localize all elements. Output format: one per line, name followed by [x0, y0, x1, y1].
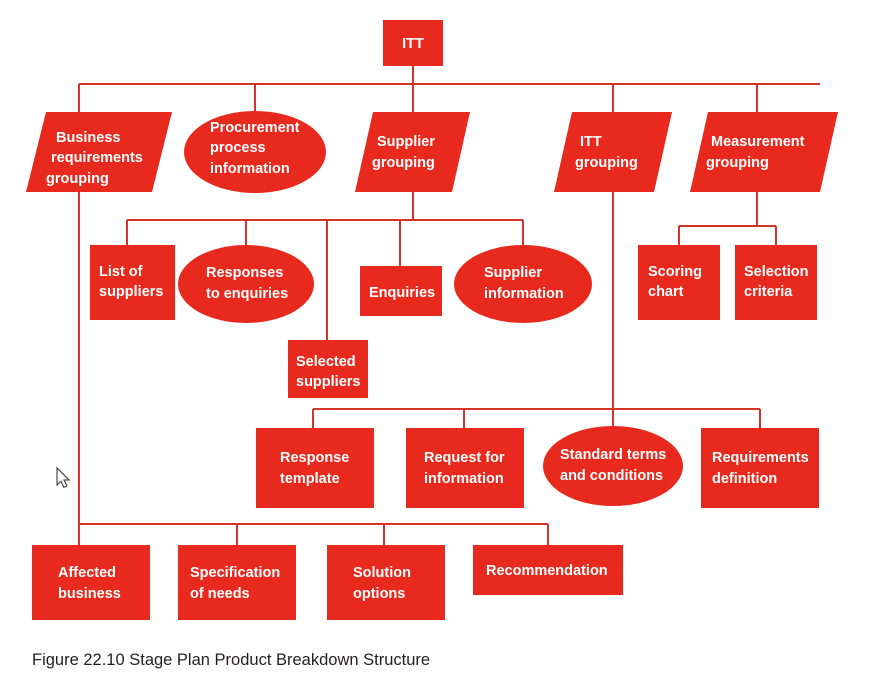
node-procurement-process-information-label-3: information — [210, 161, 290, 177]
node-itt-grouping[interactable]: ITT grouping — [554, 112, 672, 192]
node-affected-business-shape — [32, 545, 150, 620]
node-measurement-grouping-label-1: Measurement — [711, 134, 805, 150]
node-itt[interactable]: ITT — [383, 20, 443, 66]
node-specification-of-needs[interactable]: Specification of needs — [178, 545, 296, 620]
node-affected-business[interactable]: Affected business — [32, 545, 150, 620]
node-responses-to-enquiries-shape — [178, 245, 314, 323]
node-supplier-information-shape — [454, 245, 592, 323]
mouse-cursor-icon — [56, 466, 71, 489]
node-business-requirements-grouping-label-2: requirements — [51, 150, 143, 166]
node-specification-of-needs-shape — [178, 545, 296, 620]
node-scoring-chart[interactable]: Scoring chart — [638, 245, 720, 320]
node-procurement-process-information-label-1: Procurement — [210, 120, 300, 136]
node-requirements-definition-shape — [701, 428, 819, 508]
node-business-requirements-grouping[interactable]: Business requirements grouping — [26, 112, 172, 192]
node-itt-grouping-label-1: ITT — [580, 134, 602, 150]
node-scoring-chart-label-2: chart — [648, 284, 684, 300]
node-standard-terms-and-conditions-label-1: Standard terms — [560, 447, 666, 463]
node-measurement-grouping[interactable]: Measurement grouping — [690, 112, 838, 192]
node-business-requirements-grouping-label-3: grouping — [46, 171, 109, 187]
node-standard-terms-and-conditions[interactable]: Standard terms and conditions — [543, 426, 683, 506]
node-procurement-process-information[interactable]: Procurement process information — [184, 111, 326, 193]
node-measurement-grouping-label-2: grouping — [706, 155, 769, 171]
node-request-for-information-shape — [406, 428, 524, 508]
node-supplier-grouping-shape — [355, 112, 470, 192]
node-request-for-information-label-1: Request for — [424, 450, 505, 466]
node-selected-suppliers-label-2: suppliers — [296, 374, 360, 390]
node-specification-of-needs-label-1: Specification — [190, 565, 280, 581]
node-procurement-process-information-shape — [184, 111, 326, 193]
node-supplier-grouping-label-1: Supplier — [377, 134, 435, 150]
node-selection-criteria[interactable]: Selection criteria — [735, 245, 817, 320]
node-itt-grouping-label-2: grouping — [575, 155, 638, 171]
node-supplier-grouping[interactable]: Supplier grouping — [355, 112, 470, 192]
node-responses-to-enquiries-label-2: to enquiries — [206, 286, 288, 302]
node-selected-suppliers-label-1: Selected — [296, 354, 356, 370]
node-requirements-definition-label-2: definition — [712, 471, 777, 487]
node-itt-shape — [383, 20, 443, 66]
node-list-of-suppliers-shape — [90, 245, 175, 320]
node-specification-of-needs-label-2: of needs — [190, 586, 250, 602]
node-business-requirements-grouping-label-1: Business — [56, 130, 120, 146]
node-responses-to-enquiries-label-1: Responses — [206, 265, 283, 281]
node-recommendation-shape — [473, 545, 623, 595]
node-enquiries-shape — [360, 266, 442, 316]
node-scoring-chart-label-1: Scoring — [648, 264, 702, 280]
node-scoring-chart-shape — [638, 245, 720, 320]
node-business-requirements-grouping-shape — [26, 112, 172, 192]
node-request-for-information[interactable]: Request for information — [406, 428, 524, 508]
node-requirements-definition-label-1: Requirements — [712, 450, 809, 466]
node-supplier-information-label-2: information — [484, 286, 564, 302]
node-supplier-information[interactable]: Supplier information — [454, 245, 592, 323]
node-list-of-suppliers-label-1: List of — [99, 264, 143, 280]
node-affected-business-label-2: business — [58, 586, 121, 602]
node-itt-label: ITT — [402, 36, 424, 52]
node-selection-criteria-shape — [735, 245, 817, 320]
node-standard-terms-and-conditions-label-2: and conditions — [560, 468, 663, 484]
figure-caption: Figure 22.10 Stage Plan Product Breakdow… — [32, 651, 430, 669]
node-affected-business-label-1: Affected — [58, 565, 116, 581]
node-itt-grouping-shape — [554, 112, 672, 192]
node-standard-terms-and-conditions-shape — [543, 426, 683, 506]
node-responses-to-enquiries[interactable]: Responses to enquiries — [178, 245, 314, 323]
node-response-template[interactable]: Response template — [256, 428, 374, 508]
node-solution-options-label-1: Solution — [353, 565, 411, 581]
node-requirements-definition[interactable]: Requirements definition — [701, 428, 819, 508]
node-enquiries[interactable]: Enquiries — [360, 266, 442, 316]
node-request-for-information-label-2: information — [424, 471, 504, 487]
node-solution-options-shape — [327, 545, 445, 620]
node-solution-options-label-2: options — [353, 586, 405, 602]
node-measurement-grouping-shape — [690, 112, 838, 192]
node-list-of-suppliers-label-2: suppliers — [99, 284, 163, 300]
node-response-template-shape — [256, 428, 374, 508]
node-selection-criteria-label-1: Selection — [744, 264, 808, 280]
node-solution-options[interactable]: Solution options — [327, 545, 445, 620]
node-selected-suppliers-shape — [288, 340, 368, 398]
node-selected-suppliers[interactable]: Selected suppliers — [288, 340, 368, 398]
node-procurement-process-information-label-2: process — [210, 140, 266, 156]
node-supplier-information-label-1: Supplier — [484, 265, 542, 281]
node-enquiries-label-1: Enquiries — [369, 285, 435, 301]
node-supplier-grouping-label-2: grouping — [372, 155, 435, 171]
node-response-template-label-2: template — [280, 471, 340, 487]
connector-lines — [77, 66, 820, 545]
node-list-of-suppliers[interactable]: List of suppliers — [90, 245, 175, 320]
node-recommendation-label-1: Recommendation — [486, 563, 608, 579]
node-selection-criteria-label-2: criteria — [744, 284, 793, 300]
node-response-template-label-1: Response — [280, 450, 349, 466]
node-recommendation[interactable]: Recommendation — [473, 545, 623, 595]
